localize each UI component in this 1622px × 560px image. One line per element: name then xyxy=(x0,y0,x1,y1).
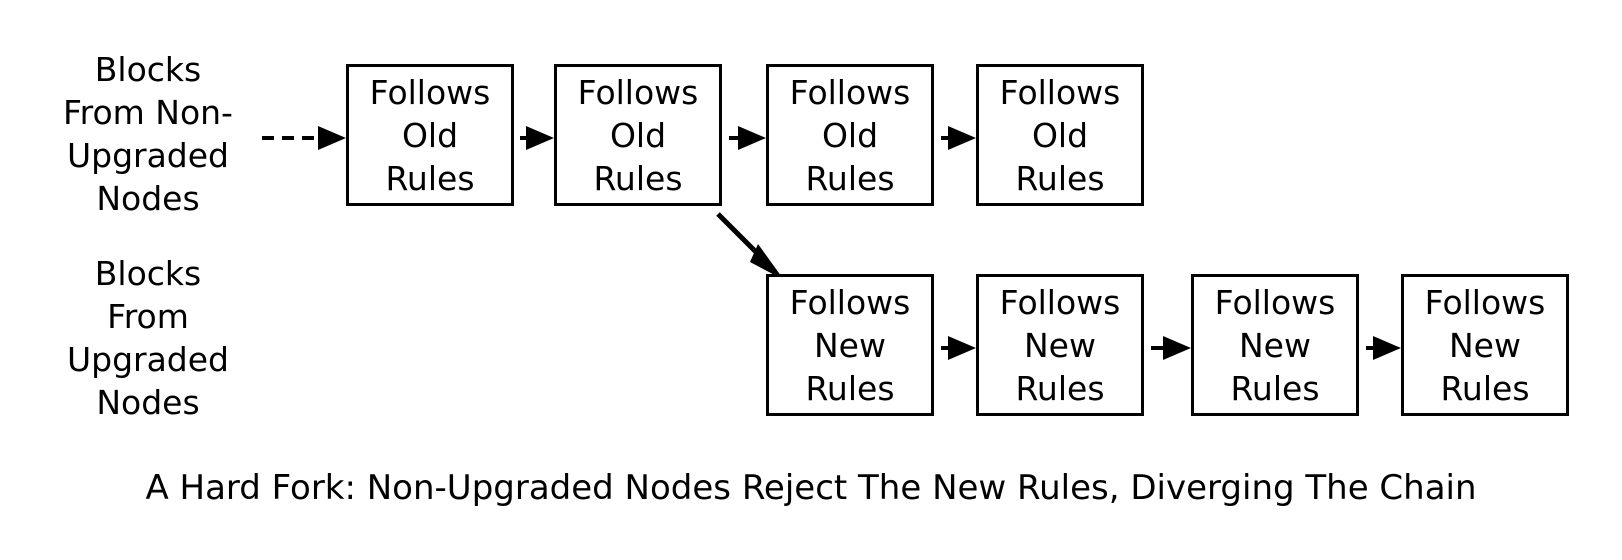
label-line: From xyxy=(107,297,189,336)
block-line: Old xyxy=(821,115,879,155)
label-upgraded-nodes: Blocks From Upgraded Nodes xyxy=(48,252,248,424)
label-line: Upgraded xyxy=(66,340,230,379)
diagram-caption: A Hard Fork: Non-Upgraded Nodes Reject T… xyxy=(145,468,1477,508)
block-line: Rules xyxy=(1015,158,1105,198)
arrow-new-3-to-4 xyxy=(1366,336,1401,360)
block-line: Follows xyxy=(369,72,491,112)
block-line: New xyxy=(814,325,886,365)
label-line: Nodes xyxy=(96,383,200,422)
block-old-rules-4: Follows Old Rules xyxy=(976,64,1144,206)
block-line: Follows xyxy=(577,72,699,112)
block-line: Follows xyxy=(999,282,1121,322)
block-new-rules-3: Follows New Rules xyxy=(1191,274,1359,416)
block-line: Old xyxy=(609,115,667,155)
label-line: Nodes xyxy=(96,179,200,218)
label-line: Upgraded xyxy=(66,136,230,175)
arrow-new-2-to-3 xyxy=(1151,336,1191,360)
block-line: New xyxy=(1449,325,1521,365)
arrow-new-1-to-2 xyxy=(941,336,976,360)
block-line: Rules xyxy=(385,158,475,198)
block-new-rules-4: Follows New Rules xyxy=(1401,274,1569,416)
block-line: Follows xyxy=(999,72,1121,112)
block-line: Follows xyxy=(1424,282,1546,322)
block-new-rules-1: Follows New Rules xyxy=(766,274,934,416)
block-line: New xyxy=(1024,325,1096,365)
fork-arrow xyxy=(716,212,784,280)
block-line: Rules xyxy=(805,368,895,408)
block-line: Follows xyxy=(789,72,911,112)
block-line: Follows xyxy=(789,282,911,322)
block-new-rules-2: Follows New Rules xyxy=(976,274,1144,416)
block-old-rules-1: Follows Old Rules xyxy=(346,64,514,206)
arrow-old-1-to-2 xyxy=(520,126,554,150)
block-old-rules-2: Follows Old Rules xyxy=(554,64,722,206)
block-line: New xyxy=(1239,325,1311,365)
block-line: Rules xyxy=(1015,368,1105,408)
block-line: Old xyxy=(401,115,459,155)
label-non-upgraded-nodes: Blocks From Non- Upgraded Nodes xyxy=(48,48,248,220)
label-line: Blocks xyxy=(94,50,202,89)
block-line: Follows xyxy=(1214,282,1336,322)
incoming-dashed-arrow xyxy=(262,126,346,150)
block-line: Rules xyxy=(1230,368,1320,408)
arrow-old-3-to-4 xyxy=(941,126,976,150)
block-old-rules-3: Follows Old Rules xyxy=(766,64,934,206)
block-line: Rules xyxy=(593,158,683,198)
block-line: Rules xyxy=(805,158,895,198)
label-line: Blocks xyxy=(94,254,202,293)
label-line: From Non- xyxy=(63,93,233,132)
arrow-old-2-to-3 xyxy=(729,126,766,150)
block-line: Old xyxy=(1031,115,1089,155)
block-line: Rules xyxy=(1440,368,1530,408)
